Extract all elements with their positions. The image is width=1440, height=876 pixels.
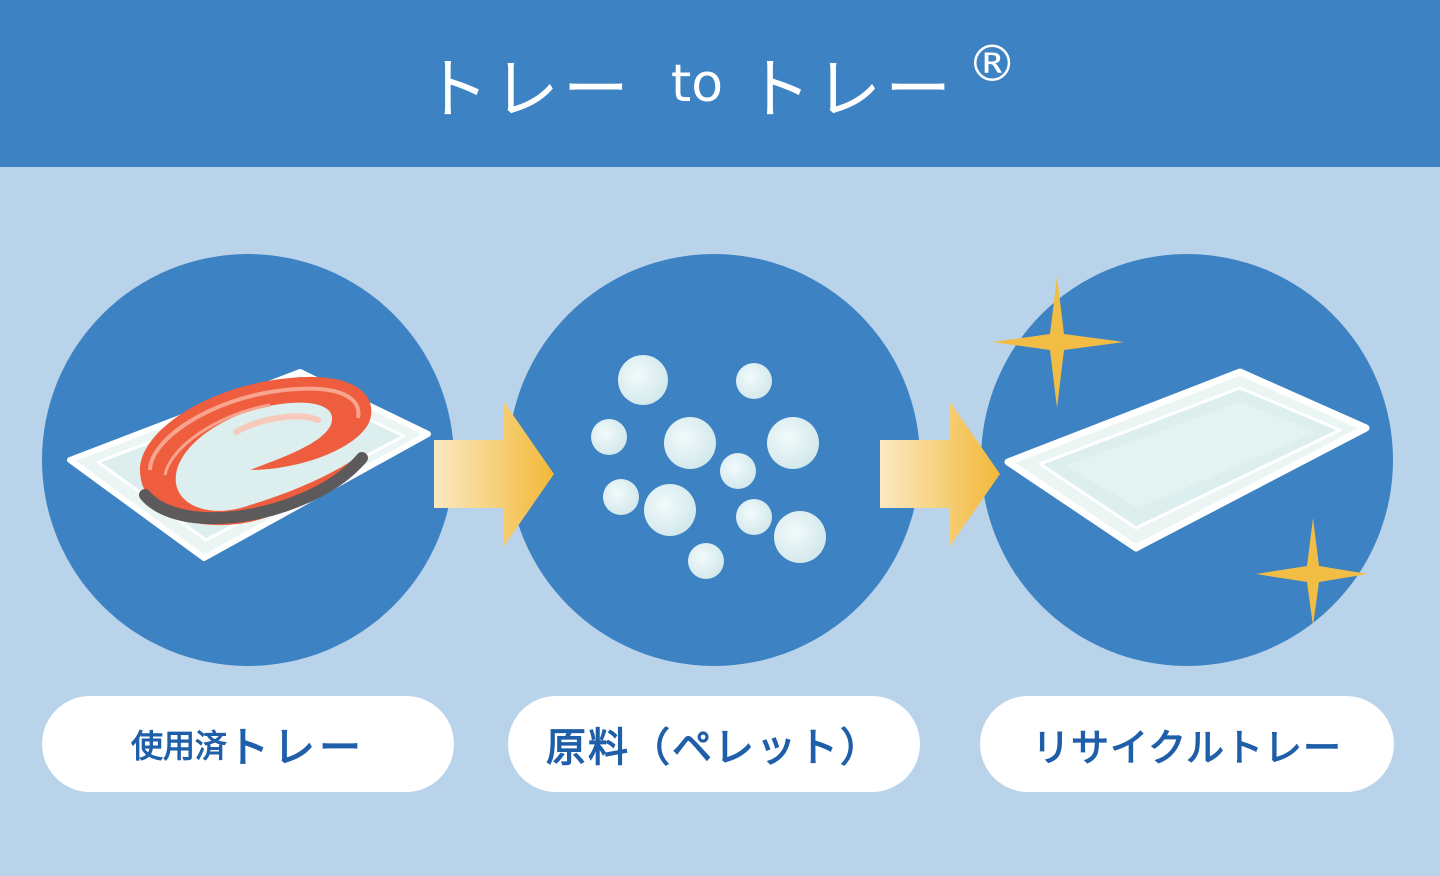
title-part-2: トレー: [745, 50, 956, 128]
clean-tray-icon: [1004, 368, 1370, 552]
salmon-tray-icon: [67, 369, 431, 561]
step-1-label: 使用済 トレー: [42, 696, 454, 792]
pellet: [591, 419, 627, 455]
step-2-circle: [508, 254, 920, 666]
pellet: [736, 363, 772, 399]
pellets-icon: [591, 355, 826, 579]
step-3-label: リサイクルトレー: [980, 696, 1394, 792]
pellet: [774, 511, 826, 563]
arrow-icon-1: [434, 402, 554, 546]
pellet: [688, 543, 724, 579]
step-1-label-part-a: 使用済: [130, 727, 227, 765]
pellet: [767, 417, 819, 469]
title-to: to: [670, 53, 724, 114]
sparkle-icon: [1256, 518, 1368, 626]
pellet: [644, 484, 696, 536]
page-title: トレー to トレー ®: [0, 0, 1440, 167]
registered-mark: ®: [967, 34, 1018, 93]
pellet: [618, 355, 668, 405]
step-2-label: 原料（ペレット）: [508, 696, 920, 792]
title-part-1: トレー: [422, 50, 633, 128]
sparkle-icon: [992, 276, 1124, 408]
pellet: [720, 453, 756, 489]
step-1-label-part-b: トレー: [227, 722, 366, 772]
header-bar: [0, 0, 1440, 167]
pellet: [603, 479, 639, 515]
arrow-icon-2: [880, 402, 1000, 546]
pellet: [736, 499, 772, 535]
pellet: [664, 417, 716, 469]
